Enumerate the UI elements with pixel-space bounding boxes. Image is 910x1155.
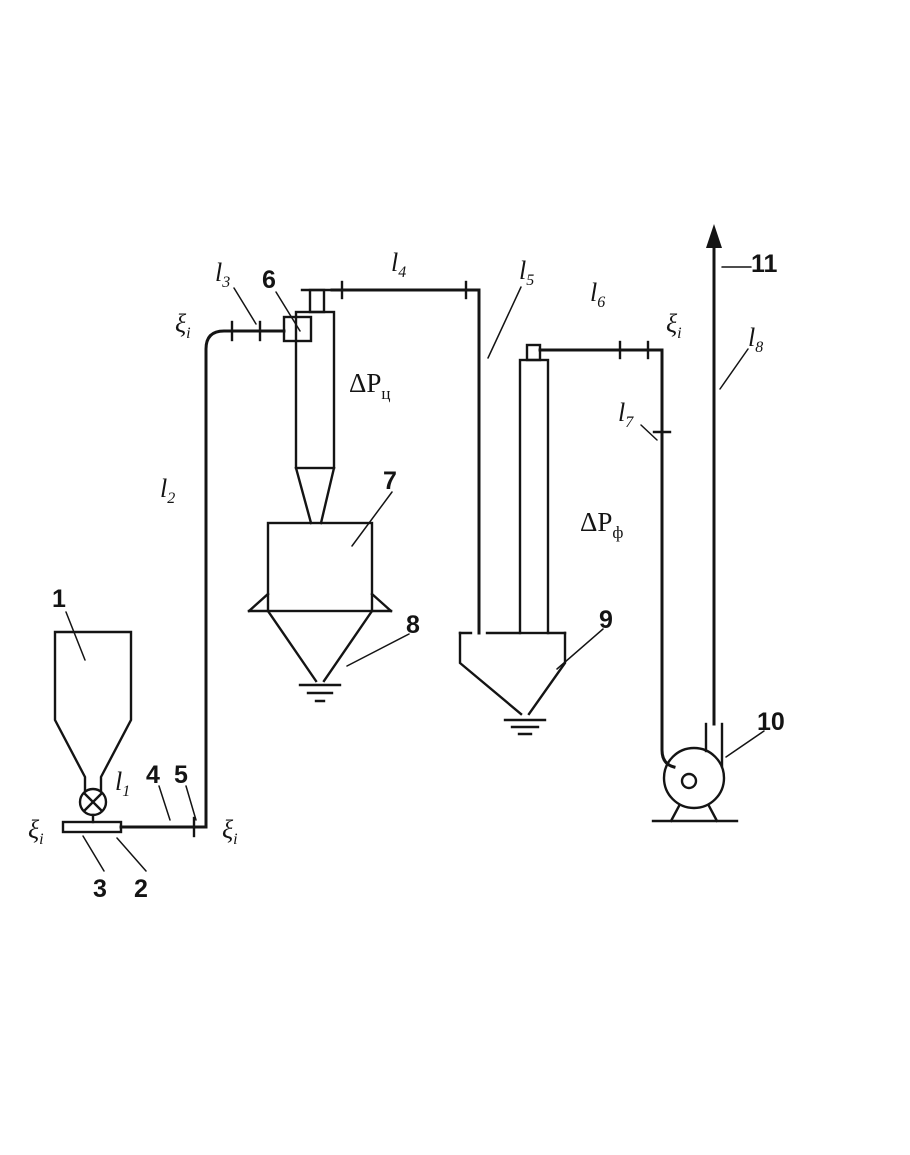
leader-5 — [185, 785, 197, 821]
leader-3 — [82, 835, 105, 872]
pipe-l4-horizontal-l5-vertical — [330, 288, 481, 635]
label-7: 7 — [383, 467, 397, 495]
riser-pipe-l2 — [204, 329, 286, 829]
label-l5: l5 — [519, 256, 534, 289]
label-3: 3 — [93, 875, 107, 903]
collector-bin — [247, 521, 393, 703]
label-9: 9 — [599, 606, 613, 634]
filter-outlet-stub — [525, 343, 542, 362]
label-l1: l1 — [115, 767, 130, 800]
label-8: 8 — [406, 611, 420, 639]
fan-casing-circle — [662, 746, 726, 810]
filter-chamber-left — [458, 631, 523, 716]
discharge-stack — [706, 224, 722, 726]
leader-4 — [158, 785, 171, 821]
pipe-l6-horizontal-l7-vertical — [538, 348, 676, 769]
label-l6: l6 — [590, 278, 605, 311]
feed-pipe-and-riser — [119, 320, 286, 838]
cyclone-cone — [294, 466, 336, 525]
pipe-l6-l7 — [538, 340, 676, 769]
leader-6 — [275, 291, 301, 332]
filter-chamber-right — [527, 631, 567, 716]
leader-l7 — [640, 424, 658, 441]
feeder-plate — [61, 820, 123, 834]
collector-ground-symbol — [298, 683, 342, 703]
flow-arrowhead-icon — [706, 224, 722, 248]
fan-base — [651, 804, 739, 823]
label-11: 11 — [751, 250, 778, 278]
collector-cone — [266, 609, 374, 683]
leader-l3 — [233, 287, 257, 325]
leader-7 — [351, 491, 393, 547]
collector-body — [266, 521, 374, 613]
leader-l8 — [719, 348, 749, 390]
leader-9 — [556, 628, 604, 670]
label-xi-bottom-left: ξi — [28, 815, 44, 848]
cyclone-inlet-box — [282, 315, 313, 343]
pipe-l4-l5 — [330, 280, 481, 635]
cyclone — [282, 288, 336, 525]
filter-ground-symbol — [503, 718, 547, 736]
label-10: 10 — [757, 708, 785, 736]
collector-left-leg — [247, 592, 270, 613]
label-dp-filter: ΔPф — [580, 507, 623, 542]
bag-filter — [458, 343, 567, 736]
leader-1 — [65, 611, 86, 661]
collector-right-leg — [370, 592, 393, 613]
label-6: 6 — [262, 266, 276, 294]
label-l8: l8 — [748, 323, 763, 356]
cyclone-body — [294, 310, 336, 470]
rotary-valve-cross — [82, 791, 104, 813]
label-5: 5 — [174, 761, 188, 789]
label-l2: l2 — [160, 474, 175, 507]
label-1: 1 — [52, 585, 66, 613]
filter-tower — [518, 358, 550, 635]
label-xi-top-left: ξi — [175, 309, 191, 342]
centrifugal-fan — [651, 722, 739, 823]
label-xi-bottom-right: ξi — [222, 815, 238, 848]
label-xi-top-right: ξi — [666, 309, 682, 342]
length-labels: l1 l2 l3 l4 l5 l6 l7 l8 — [115, 248, 763, 800]
number-labels: 1 2 3 4 5 6 7 8 9 10 11 — [52, 250, 785, 903]
label-dp-cyclone: ΔPц — [349, 368, 391, 403]
xi-labels: ξi ξi ξi ξi — [28, 309, 682, 848]
leader-8 — [346, 633, 410, 667]
fan-hub-circle — [680, 772, 698, 790]
leader-lines — [65, 266, 765, 872]
hopper-outline — [53, 630, 133, 792]
cyclone-outlet-stub — [308, 288, 326, 314]
label-l7: l7 — [618, 398, 634, 431]
leader-10 — [725, 730, 765, 758]
label-2: 2 — [134, 875, 148, 903]
feed-hopper — [53, 630, 133, 834]
label-l3: l3 — [215, 258, 230, 291]
pressure-drop-labels: ΔPц ΔPф — [349, 368, 623, 542]
label-4: 4 — [146, 761, 160, 789]
leader-l5 — [487, 286, 522, 359]
leader-2 — [116, 837, 147, 872]
label-l4: l4 — [391, 248, 406, 281]
